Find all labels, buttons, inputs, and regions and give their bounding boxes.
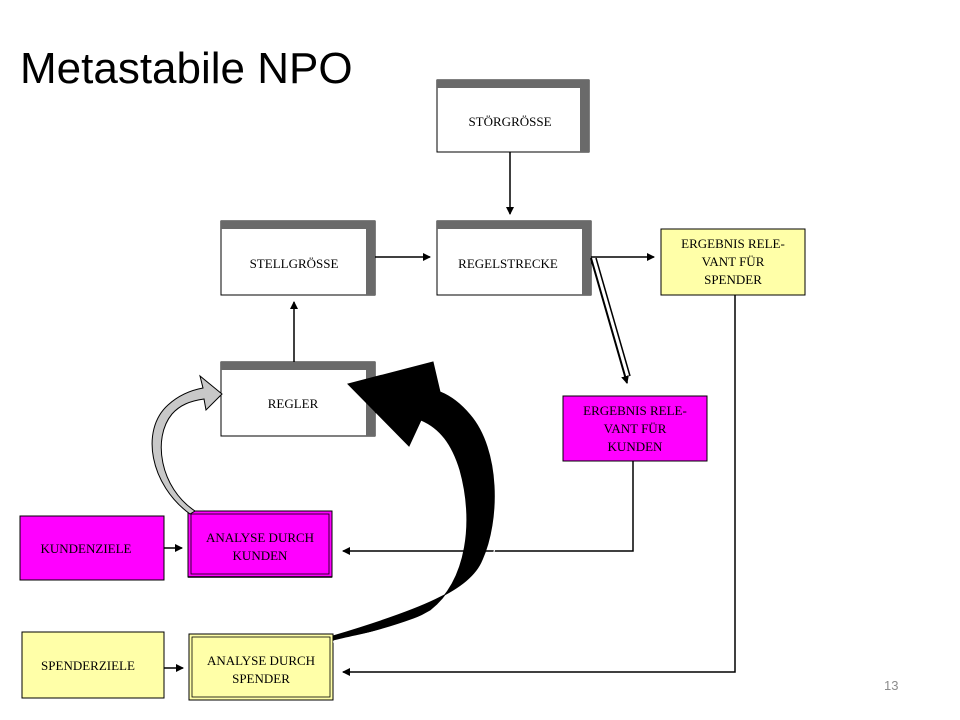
box-spenderziele: SPENDERZIELE — [21, 631, 165, 699]
box-ergebnis-kunden: ERGEBNIS RELE- VANT FÜR KUNDEN — [562, 395, 708, 462]
box-ergebnis-kunden-line-1: ERGEBNIS RELE- — [583, 403, 687, 418]
box-stoergroesse: STÖRGRÖSSE — [436, 79, 590, 153]
box-regelstrecke-text: REGELSTRECKE — [458, 256, 558, 271]
box-analyse-kunden: ANALYSE DURCH KUNDEN — [187, 510, 333, 578]
box-analyse-spender-line-1: ANALYSE DURCH — [207, 653, 315, 668]
arrow-strecke-to-ergebnis-kunden — [590, 257, 629, 384]
page-title: Metastabile NPO — [20, 44, 353, 93]
box-ergebnis-spender-line-2: VANT FÜR — [702, 254, 765, 269]
box-regler: REGLER — [220, 361, 376, 437]
box-ergebnis-spender-line-3: SPENDER — [704, 272, 762, 287]
black-curved-arrow-highlight — [332, 417, 502, 643]
box-analyse-spender: ANALYSE DURCH SPENDER — [188, 633, 334, 701]
arrow-strecke-to-ergebnis-kunden-outline — [595, 257, 631, 377]
gray-curved-arrow-kunden-to-regler — [151, 374, 223, 515]
box-analyse-kunden-line-2: KUNDEN — [233, 548, 288, 563]
box-regelstrecke: REGELSTRECKE — [436, 220, 592, 296]
box-stellgroesse: STELLGRÖSSE — [220, 220, 376, 296]
box-ergebnis-spender-line-1: ERGEBNIS RELE- — [681, 236, 785, 251]
black-curved-arrow-spender-to-regler — [332, 361, 495, 641]
box-kundenziele-text: KUNDENZIELE — [41, 541, 132, 556]
box-ergebnis-spender: ERGEBNIS RELE- VANT FÜR SPENDER — [660, 228, 806, 296]
box-ergebnis-kunden-line-3: KUNDEN — [608, 439, 663, 454]
arrow-ergebnis-spender-to-analyse — [342, 295, 736, 676]
box-analyse-kunden-line-1: ANALYSE DURCH — [206, 530, 314, 545]
page-number: 13 — [884, 678, 899, 693]
box-ergebnis-kunden-line-2: VANT FÜR — [604, 421, 667, 436]
box-stellgroesse-text: STELLGRÖSSE — [250, 256, 339, 271]
box-stoergroesse-text: STÖRGRÖSSE — [468, 114, 551, 129]
box-analyse-spender-line-2: SPENDER — [232, 671, 290, 686]
box-regler-text: REGLER — [268, 396, 319, 411]
arrow-ergebnis-kunden-to-analyse — [342, 461, 634, 555]
box-kundenziele: KUNDENZIELE — [19, 515, 165, 581]
box-spenderziele-text: SPENDERZIELE — [41, 658, 135, 673]
